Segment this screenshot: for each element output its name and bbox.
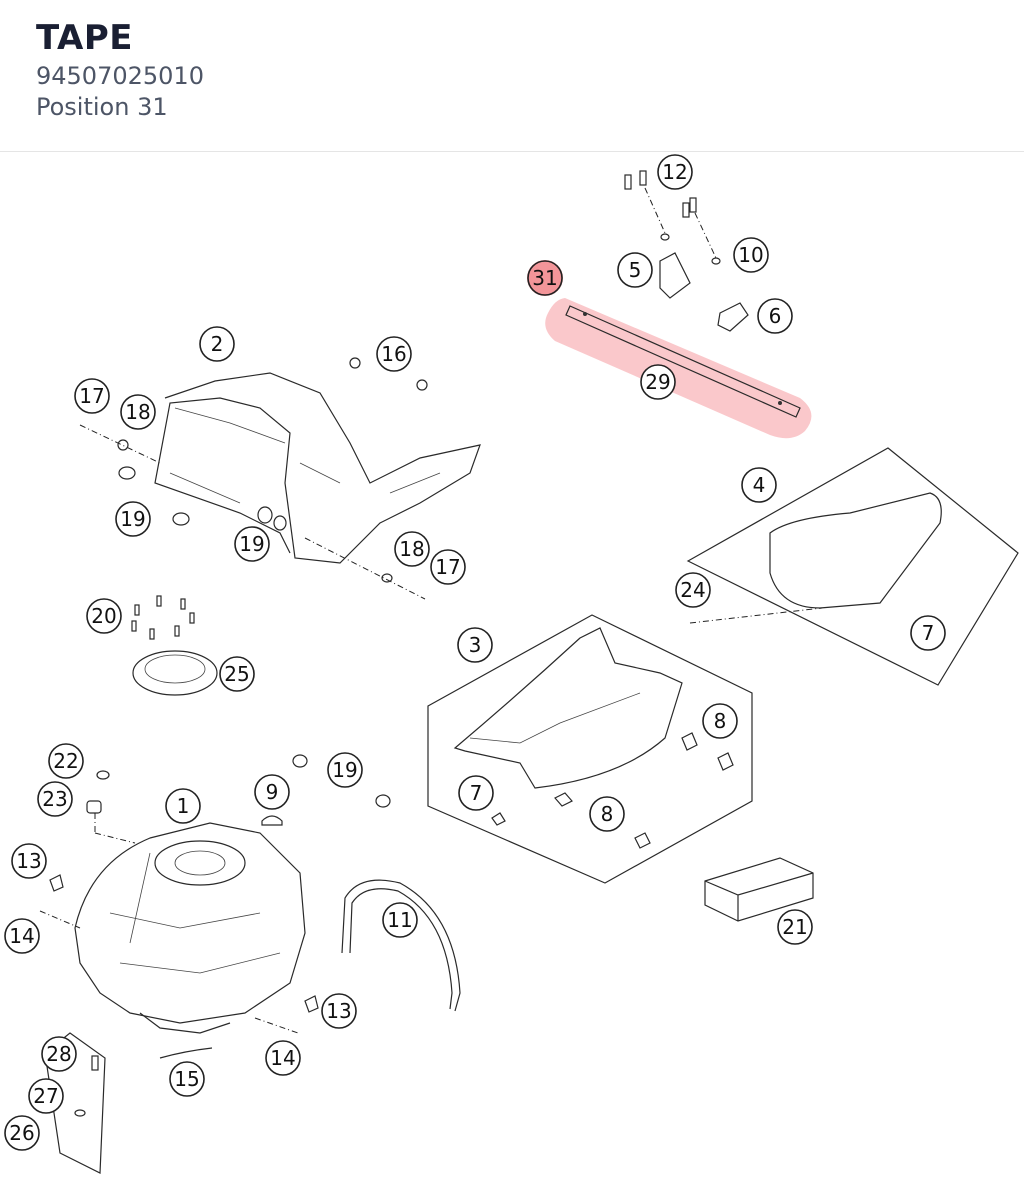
callout-17a: 17 (74, 378, 110, 414)
callout-4: 4 (741, 467, 777, 503)
tank-small-parts (39, 754, 391, 1117)
callout-10: 10 (733, 237, 769, 273)
svg-text:16: 16 (381, 342, 406, 366)
header: TAPE 94507025010 Position 31 (0, 0, 1024, 152)
left-fasteners (79, 424, 426, 600)
svg-text:3: 3 (469, 633, 482, 657)
exploded-parts-diagram: 12 5 10 6 31 29 2 16 17 18 19 19 18 17 4… (4, 154, 1019, 1174)
svg-text:4: 4 (753, 473, 766, 497)
callout-27: 27 (28, 1078, 64, 1114)
callout-24: 24 (675, 572, 711, 608)
callout-13a: 13 (11, 843, 47, 879)
svg-text:25: 25 (224, 662, 249, 686)
svg-text:11: 11 (387, 908, 412, 932)
callout-7a: 7 (910, 615, 946, 651)
callout-14a: 14 (4, 918, 40, 954)
callout-19c: 19 (327, 752, 363, 788)
callout-12-text: 12 (662, 160, 687, 184)
part-number: 94507025010 (36, 62, 204, 90)
svg-text:19: 19 (239, 532, 264, 556)
svg-text:5: 5 (629, 258, 642, 282)
svg-text:13: 13 (16, 849, 41, 873)
svg-text:13: 13 (326, 999, 351, 1023)
svg-text:29: 29 (645, 370, 670, 394)
svg-text:17: 17 (435, 555, 460, 579)
callout-6: 6 (757, 298, 793, 334)
callout-13b: 13 (321, 993, 357, 1029)
callout-17b: 17 (430, 549, 466, 585)
highlight-31 (527, 260, 812, 439)
svg-text:24: 24 (680, 578, 705, 602)
callout-5: 5 (617, 252, 653, 288)
part-position: Position 31 (36, 93, 168, 121)
callout-8a: 8 (702, 703, 738, 739)
callout-15: 15 (169, 1061, 205, 1097)
svg-text:14: 14 (9, 924, 34, 948)
callout-19b: 19 (234, 526, 270, 562)
filler-cap-part (131, 595, 218, 696)
svg-text:27: 27 (33, 1084, 58, 1108)
callout-29: 29 (640, 364, 676, 400)
seat-part (427, 614, 753, 884)
callout-21: 21 (777, 909, 813, 945)
svg-text:18: 18 (125, 400, 150, 424)
callout-12: 12 (657, 154, 693, 190)
rubber-band-part (341, 879, 461, 1012)
svg-text:21: 21 (782, 915, 807, 939)
svg-text:6: 6 (769, 304, 782, 328)
callout-2: 2 (199, 326, 235, 362)
bracket-screws (624, 170, 749, 332)
svg-text:28: 28 (46, 1042, 71, 1066)
svg-text:22: 22 (53, 749, 78, 773)
svg-text:23: 23 (42, 787, 67, 811)
svg-text:9: 9 (266, 780, 279, 804)
callout-1: 1 (165, 788, 201, 824)
callout-28: 28 (41, 1036, 77, 1072)
fuel-tank-part (44, 822, 306, 1174)
callout-14b: 14 (265, 1040, 301, 1076)
callout-26: 26 (4, 1115, 40, 1151)
callout-25: 25 (219, 656, 255, 692)
box-part (704, 857, 814, 922)
svg-text:7: 7 (470, 781, 483, 805)
svg-text:8: 8 (714, 709, 727, 733)
svg-text:19: 19 (332, 758, 357, 782)
callout-20: 20 (86, 598, 122, 634)
fairing-part (154, 357, 481, 564)
svg-text:19: 19 (120, 507, 145, 531)
callout-7b: 7 (458, 775, 494, 811)
svg-text:1: 1 (177, 794, 190, 818)
callout-8b: 8 (589, 796, 625, 832)
svg-text:20: 20 (91, 604, 116, 628)
rear-cowl-part (686, 447, 1019, 686)
tape-strip-part (565, 305, 801, 418)
svg-text:8: 8 (601, 802, 614, 826)
callout-3: 3 (457, 627, 493, 663)
callout-23: 23 (37, 781, 73, 817)
svg-text:26: 26 (9, 1121, 34, 1145)
svg-text:7: 7 (922, 621, 935, 645)
svg-text:31: 31 (532, 266, 557, 290)
callout-9: 9 (254, 774, 290, 810)
callout-18a: 18 (120, 394, 156, 430)
callout-22: 22 (48, 743, 84, 779)
svg-text:17: 17 (79, 384, 104, 408)
callout-19a: 19 (115, 501, 151, 537)
part-title: TAPE (36, 18, 134, 58)
svg-text:15: 15 (174, 1067, 199, 1091)
callout-16: 16 (376, 336, 412, 372)
svg-text:18: 18 (399, 537, 424, 561)
callout-11: 11 (382, 902, 418, 938)
callout-31: 31 (527, 260, 563, 296)
svg-text:10: 10 (738, 243, 763, 267)
svg-text:14: 14 (270, 1046, 295, 1070)
svg-text:2: 2 (211, 332, 224, 356)
callout-18b: 18 (394, 531, 430, 567)
